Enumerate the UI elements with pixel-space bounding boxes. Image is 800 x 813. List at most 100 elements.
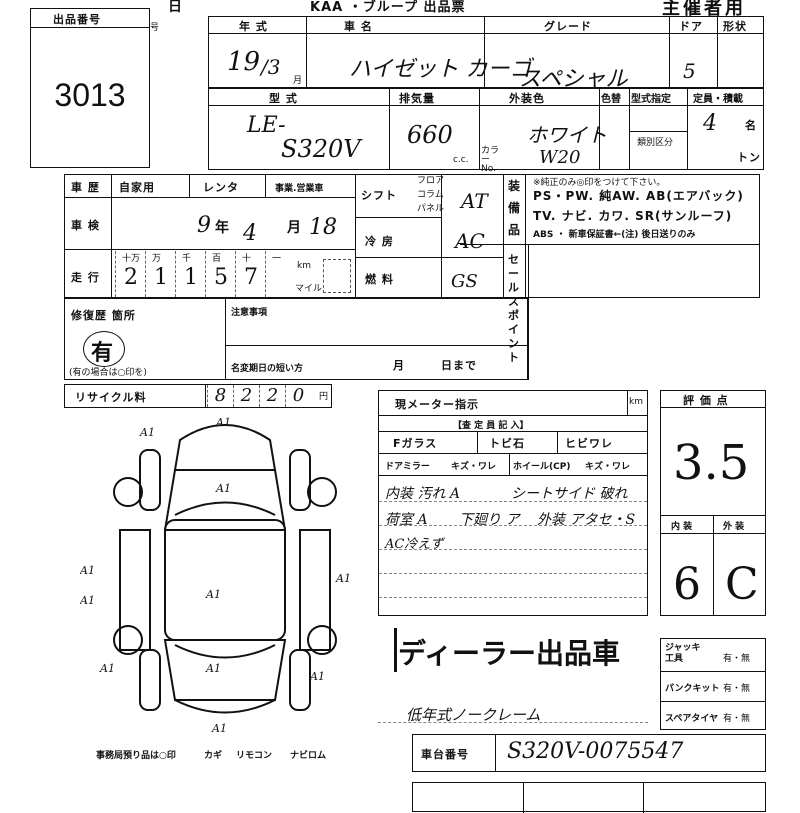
business-label: 事業.営業車 xyxy=(275,184,324,194)
right-rear-panel xyxy=(289,649,311,711)
glass-label: Fガラス xyxy=(393,437,438,450)
color-no-label: カラーNo. xyxy=(481,146,500,174)
mirror-option: キズ・ワレ xyxy=(451,462,497,472)
jack-label: ジャッキ工具 xyxy=(665,643,701,664)
make-header: 車 名 xyxy=(344,20,373,33)
footer-items: 事務局預り品は○印 xyxy=(96,751,176,761)
chassis-label: 車台番号 xyxy=(421,748,469,761)
shape-header: 形状 xyxy=(723,20,747,33)
lot-number: 3013 xyxy=(54,77,126,113)
mile-label: マイル xyxy=(295,284,323,294)
cabin-outline xyxy=(164,519,286,641)
remarks: 低年式ノークレーム xyxy=(406,706,541,724)
rental-label: レンタ xyxy=(203,181,239,194)
recycle-digit: 8 xyxy=(207,385,233,407)
damage-mark: A1 xyxy=(139,426,155,439)
bottom-row xyxy=(412,782,766,813)
inspection-year-label: 年 xyxy=(215,220,230,236)
mileage-digit-unit: 百 xyxy=(212,254,222,264)
form-title: KAA ・ブループ 出品票 xyxy=(310,0,466,15)
model-row: 型 式 排気量 外装色 色替 型式指定 定員・積載 LE- S320V 660 … xyxy=(208,88,764,174)
interior-label: 内 装 xyxy=(671,522,693,532)
ext-color-value: ホワイト xyxy=(527,123,607,147)
car-damage-diagram: A1 A1 A1 A1 A1 A1 A1 A1 A1 A1 A1 xyxy=(80,416,351,735)
mileage-label: 走 行 xyxy=(71,271,100,284)
mileage-digit-unit: 一 xyxy=(272,254,282,264)
model-line1: LE- xyxy=(247,113,286,138)
color-change-header: 色替 xyxy=(601,94,621,105)
model-line2: S320V xyxy=(281,135,361,163)
month-label: 月 xyxy=(293,76,303,86)
mirror-label: ドアミラー xyxy=(385,462,430,472)
color-no-value: W20 xyxy=(539,147,581,168)
recycle-label: リサイクル料 xyxy=(75,391,147,404)
damage-mark: A1 xyxy=(215,416,231,429)
mileage-digit-unit: 十万 xyxy=(122,254,141,264)
left-rear-wheel xyxy=(113,625,143,655)
interior-grade: 6 xyxy=(673,559,701,610)
cc-unit: c.c. xyxy=(453,155,469,165)
rear-window-arc xyxy=(174,644,276,659)
rear-bumper-arc xyxy=(174,699,276,714)
equipment-line1: PS・PW. 純AW. AB(エアバック) xyxy=(533,189,744,203)
repair-block: 修復歴 箇所 有 (有の場合は○印を) 注意事項 名変期日の短い方 月 日まで xyxy=(64,298,528,380)
spare-label: スペアタイヤ xyxy=(665,714,719,724)
class-label: 類別区分 xyxy=(637,138,674,148)
year-value: 19 xyxy=(227,47,261,77)
equipment-label: 装備品 xyxy=(508,179,522,237)
dealer-stamp-bar xyxy=(394,628,637,672)
damage-mark: A1 xyxy=(99,662,115,675)
equipment-note: ※純正のみ◎印をつけて下さい。 xyxy=(533,178,666,188)
jack-option: 有・無 xyxy=(723,654,751,664)
organizer-copy-label: 主催者用 xyxy=(662,0,746,19)
inspector-label: 【査 定 員 記 入】 xyxy=(453,421,529,431)
rename-month: 月 xyxy=(393,359,405,372)
damage-mark: A1 xyxy=(80,594,95,607)
front-hood-outline xyxy=(173,424,277,471)
left-rear-panel xyxy=(139,649,161,711)
sales-point-label: セールスポイント xyxy=(508,253,520,364)
grade-score: 3.5 xyxy=(673,435,750,491)
mileage-digit: 1 xyxy=(154,265,168,290)
chassis-number: S320V-0075547 xyxy=(507,739,684,764)
lot-number-suffix: 号 xyxy=(150,23,160,33)
lot-number-label: 出品番号 xyxy=(53,13,101,26)
inspection-label: 車 検 xyxy=(71,219,100,232)
mileage-digit-cell: 一 xyxy=(265,251,295,297)
year-header: 年 式 xyxy=(239,20,268,33)
windshield-arc xyxy=(174,501,276,516)
recycle-digit: 0 xyxy=(285,385,311,407)
ext-color-header: 外装色 xyxy=(509,92,545,105)
doors-value: 5 xyxy=(683,59,696,83)
fuel-label: 燃 料 xyxy=(365,273,394,286)
damage-mark: A1 xyxy=(205,588,221,601)
inspection-month-label: 月 xyxy=(287,220,302,236)
displacement-value: 660 xyxy=(407,121,453,149)
note-2: シートサイド 破れ xyxy=(511,486,628,502)
repair-circle xyxy=(83,331,125,367)
puncture-label: パンクキット xyxy=(665,684,720,694)
grade-label: 評 価 点 xyxy=(683,394,729,407)
history-label: 車 歴 xyxy=(71,181,100,194)
history-block: 車 歴 自家用 レンタ 事業.営業車 車 検 9 年 4 月 18 走 行 十万… xyxy=(64,174,760,364)
ac-label: 冷 房 xyxy=(365,235,394,248)
capacity-header: 定員・積載 xyxy=(693,94,743,105)
grade-box: 評 価 点 3.5 内 装 外 装 6 C xyxy=(660,390,766,616)
grade-value: スペシャル xyxy=(519,67,628,92)
note-1: 内装 汚れ A xyxy=(385,486,461,502)
floor-label: フロア xyxy=(417,176,445,186)
damage-mark: A1 xyxy=(309,670,325,683)
year-suffix: /3 xyxy=(261,55,281,79)
displacement-header: 排気量 xyxy=(399,92,435,105)
footer-remote: リモコン xyxy=(236,751,273,761)
chassis-row: 車台番号 S320V-0075547 xyxy=(412,734,766,772)
damage-mark: A1 xyxy=(215,482,231,495)
damage-mark: A1 xyxy=(335,572,351,585)
note-3: 荷室 A xyxy=(385,512,428,528)
tools-box: ジャッキ工具 有・無 パンクキット 有・無 スペアタイヤ 有・無 xyxy=(660,638,766,730)
